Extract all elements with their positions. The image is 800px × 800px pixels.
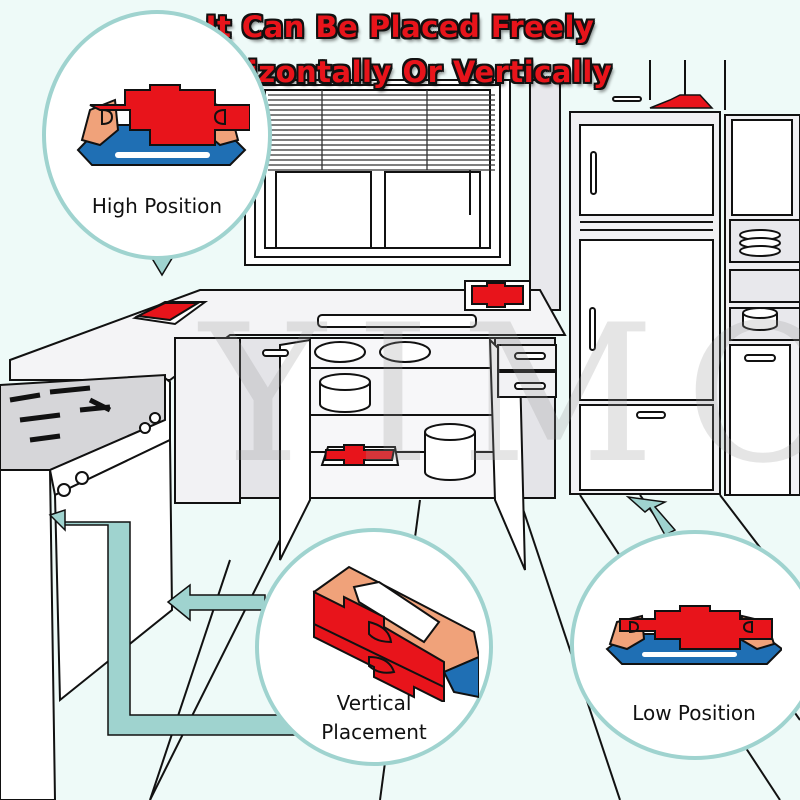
arrow-to-cabinet xyxy=(166,583,266,622)
product-in-cabinet xyxy=(320,444,400,466)
product-on-wall xyxy=(464,280,531,311)
stove xyxy=(0,373,174,800)
product-on-counter-left xyxy=(131,301,209,326)
callout-vertical-placement: Vertical Placement xyxy=(255,528,493,766)
product-on-fridge xyxy=(649,94,714,109)
pantry-cabinets xyxy=(724,114,800,496)
wall-column xyxy=(529,79,561,311)
product-horizontal-icon xyxy=(76,84,250,166)
callout-high-position: High Position xyxy=(42,10,272,277)
product-horizontal-low-icon xyxy=(605,605,782,665)
callout-low-position: Low Position xyxy=(570,530,800,760)
high-position-label: High Position xyxy=(91,194,223,218)
watermark: YIMO xyxy=(200,284,800,505)
refrigerator xyxy=(569,111,721,495)
product-vertical-icon xyxy=(312,565,479,702)
arrow-to-stove xyxy=(48,508,301,736)
arrow-to-fridge xyxy=(625,495,677,536)
lower-cabinets xyxy=(174,337,557,571)
low-position-label: Low Position xyxy=(632,701,756,725)
upper-cabinet xyxy=(612,60,726,110)
cookware xyxy=(314,341,476,481)
vertical-label-line-1: Vertical xyxy=(336,691,412,715)
window-blinds xyxy=(268,90,495,171)
headline-line-1: It Can Be Placed Freely xyxy=(205,10,595,44)
vertical-placement-label: Vertical Placement xyxy=(259,689,489,747)
sink xyxy=(317,314,477,328)
vertical-label-line-2: Placement xyxy=(321,720,427,744)
window xyxy=(244,79,511,266)
